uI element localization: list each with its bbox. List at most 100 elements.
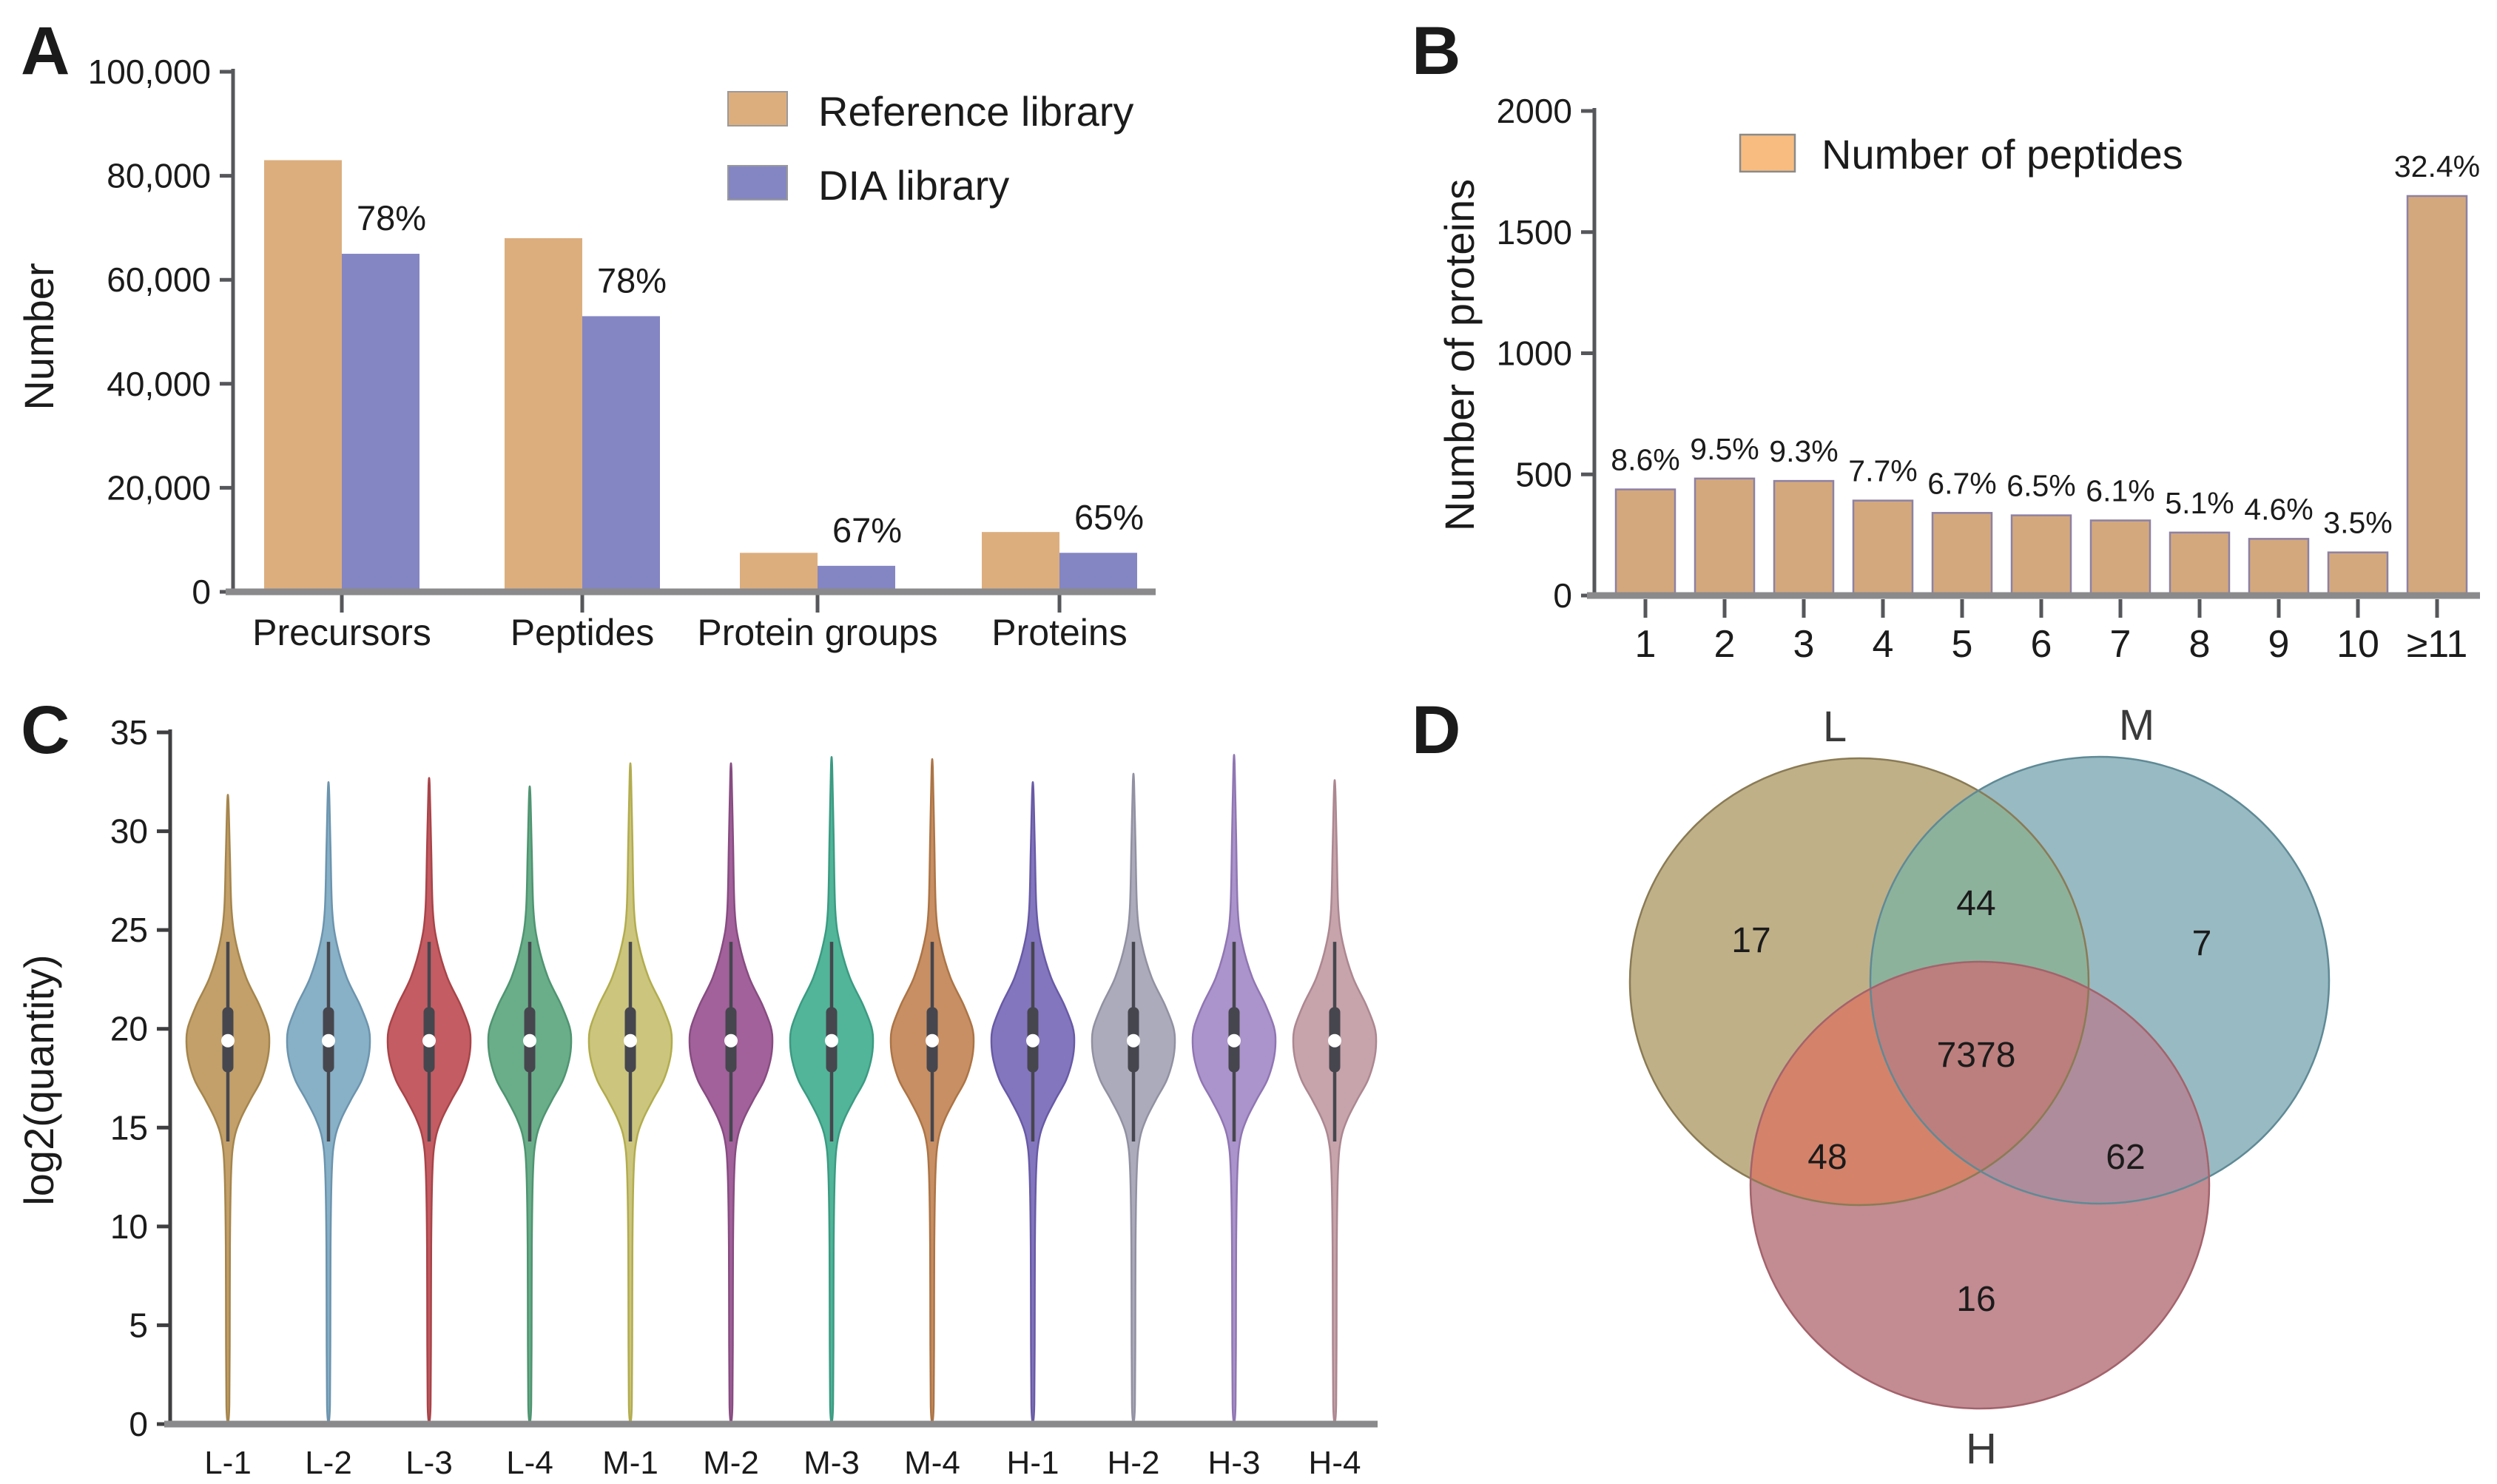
panel-c-xtick-label-m-1: M-1: [602, 1445, 658, 1480]
venn-count-m-h: 62: [2106, 1138, 2145, 1177]
violin-median-dot-m-3: [825, 1033, 838, 1048]
panel-b-legend: Number of peptides: [1739, 131, 2183, 178]
panel-a-bar-reference-protein-groups: [740, 553, 818, 592]
panel-a-bar-dia-protein-groups: [818, 565, 895, 592]
panel-b-bar-chart: 05001000150020008.6%19.5%29.3%37.7%46.7%…: [1497, 92, 2480, 666]
venn-count-l: 17: [1731, 921, 1770, 960]
panel-b-xtick-label-11: ≥11: [2407, 623, 2468, 666]
panel-b-percent-label-10: 3.5%: [2323, 506, 2392, 540]
panel-b-bar-11: [2406, 195, 2468, 597]
violin-median-dot-h-1: [1026, 1033, 1039, 1048]
panel-b-xtick-label-10: 10: [2336, 623, 2379, 666]
violin-median-dot-h-4: [1328, 1033, 1341, 1048]
legend-swatch-number-of-peptides: [1739, 133, 1796, 173]
panel-b-xtick-label-7: 7: [2110, 623, 2132, 666]
panel-a-xtick-label-precursors: Precursors: [252, 612, 431, 653]
panel-b-bar-10: [2327, 551, 2389, 597]
panel-b-xtick-label-8: 8: [2189, 623, 2211, 666]
legend-label-reference-library: Reference library: [818, 88, 1133, 135]
panel-b-bar-9: [2248, 538, 2310, 597]
panel-b-xtick-label-2: 2: [1714, 623, 1736, 666]
panel-a-ytick-label-80000: 80,000: [107, 157, 211, 195]
panel-a-xtick-label-protein-groups: Protein groups: [697, 612, 937, 653]
panel-b-xtick-label-4: 4: [1873, 623, 1894, 666]
panel-c-xtick-label-h-4: H-4: [1309, 1445, 1361, 1480]
panel-c-ytick-label-20: 20: [110, 1010, 148, 1048]
panel-c-xtick-label-m-2: M-2: [703, 1445, 759, 1480]
venn-set-label-m: M: [2119, 701, 2154, 749]
venn-count-l-m: 44: [1956, 884, 1995, 923]
panel-b-percent-label-7: 6.1%: [2086, 473, 2154, 507]
panel-a-ytick-label-0: 0: [192, 573, 211, 611]
panel-a-bar-reference-peptides: [505, 237, 582, 592]
panel-b-percent-label-8: 5.1%: [2165, 486, 2234, 520]
panel-b-percent-label-5: 6.7%: [1927, 466, 1996, 500]
venn-circle-l-outline: [1628, 757, 2090, 1207]
panel-b-bar-5: [1931, 512, 1993, 597]
legend-swatch-dia-library: [727, 165, 788, 200]
panel-c-xtick-label-l-4: L-4: [506, 1445, 553, 1480]
panel-a-percent-label-protein-groups: 67%: [832, 510, 902, 550]
venn-count-l-h: 48: [1807, 1138, 1847, 1177]
venn-count-h: 16: [1956, 1280, 1995, 1319]
panel-c-xtick-label-h-1: H-1: [1007, 1445, 1059, 1480]
panel-b-ytick-label-0: 0: [1553, 576, 1572, 615]
panel-b-percent-label-6: 6.5%: [2006, 469, 2075, 503]
panel-a-bar-dia-proteins: [1059, 553, 1137, 592]
venn-set-label-h: H: [1966, 1425, 1997, 1473]
panel-a-bar-reference-precursors: [264, 160, 342, 592]
panel-a-y-axis-label: Number: [16, 263, 62, 410]
panel-b-xtick-label-5: 5: [1952, 623, 1973, 666]
panel-c-ytick-label-35: 35: [110, 713, 148, 752]
violin-median-dot-l-2: [322, 1033, 335, 1048]
panel-b-ytick-label-500: 500: [1515, 455, 1572, 493]
violin-median-dot-l-4: [523, 1033, 536, 1048]
venn-count-m: 7: [2192, 924, 2212, 963]
panel-a-bar-reference-proteins: [982, 532, 1059, 592]
panel-a-legend: Reference library DIA library: [727, 88, 1133, 209]
panel-c-xtick-label-l-3: L-3: [405, 1445, 453, 1480]
panel-b-percent-label-9: 4.6%: [2244, 492, 2313, 526]
panel-a-bar-chart: 020,00040,00060,00080,000100,00078%Precu…: [88, 53, 1156, 653]
panel-b-bar-3: [1773, 479, 1835, 597]
panel-b-percent-label-1: 8.6%: [1611, 443, 1679, 477]
panel-c-ytick-label-10: 10: [110, 1207, 148, 1246]
panel-b-ytick-label-1000: 1000: [1497, 334, 1572, 373]
venn-circle-h-outline: [1749, 960, 2211, 1410]
panel-c-xtick-label-m-3: M-3: [803, 1445, 860, 1480]
violin-median-dot-h-3: [1227, 1033, 1241, 1048]
panel-c-xtick-label-m-4: M-4: [904, 1445, 960, 1480]
panel-b-bar-7: [2089, 519, 2151, 597]
panel-c-xtick-label-h-3: H-3: [1208, 1445, 1261, 1480]
panel-d-letter: D: [1412, 692, 1460, 768]
panel-c-xtick-label-l-1: L-1: [204, 1445, 252, 1480]
panel-b-ytick-label-1500: 1500: [1497, 213, 1572, 252]
panel-a-percent-label-proteins: 65%: [1074, 497, 1144, 536]
panel-b-bar-8: [2169, 531, 2231, 597]
panel-b-xtick-label-6: 6: [2031, 623, 2052, 666]
panel-a-ytick-label-60000: 60,000: [107, 260, 211, 299]
panel-a-percent-label-precursors: 78%: [357, 198, 426, 237]
panel-a-ytick-label-20000: 20,000: [107, 468, 211, 507]
legend-label-number-of-peptides: Number of peptides: [1822, 131, 2183, 178]
panel-a-letter: A: [21, 13, 70, 89]
panel-c-xtick-label-h-2: H-2: [1108, 1445, 1160, 1480]
panel-b-percent-label-11: 32.4%: [2394, 149, 2480, 183]
panel-b-percent-label-4: 7.7%: [1848, 454, 1917, 488]
panel-b-xtick-label-9: 9: [2268, 623, 2290, 666]
panel-a-percent-label-peptides: 78%: [597, 260, 667, 300]
violin-median-dot-m-2: [724, 1033, 738, 1048]
panel-b-percent-label-2: 9.5%: [1690, 432, 1759, 466]
violin-median-dot-m-4: [926, 1033, 939, 1048]
panel-a-xtick-label-peptides: Peptides: [510, 612, 655, 653]
venn-set-label-l: L: [1823, 703, 1847, 751]
panel-a-ytick-label-40000: 40,000: [107, 365, 211, 403]
panel-a-xtick-label-proteins: Proteins: [991, 612, 1127, 653]
panel-b-bar-1: [1614, 488, 1677, 597]
panel-c-xtick-label-l-2: L-2: [305, 1445, 352, 1480]
panel-b-y-axis-label: Number of proteins: [1436, 179, 1483, 531]
